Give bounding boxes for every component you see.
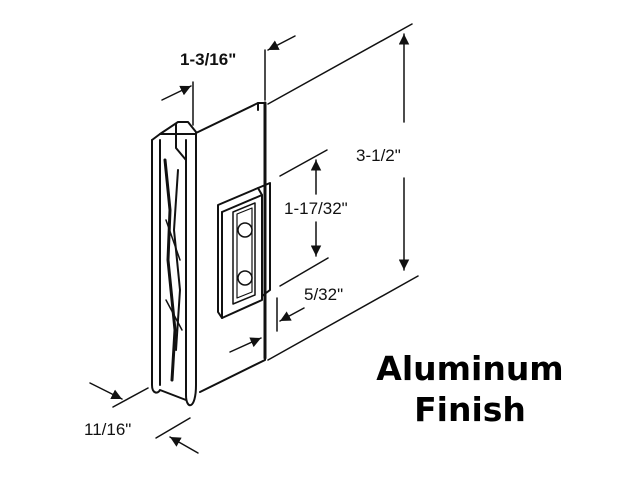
dimension-keeper-offset: 5/32" [304, 285, 344, 304]
dimension-flange-width: 1-3/16" [180, 50, 237, 69]
caption-line-2: Finish [414, 390, 526, 429]
dimension-overall-height: 3-1/2" [356, 146, 401, 165]
channel-flange [151, 121, 197, 407]
main-plate [195, 101, 267, 393]
keeper-block [217, 182, 271, 319]
dimension-keeper-height: 1-17/32" [284, 199, 348, 218]
caption-line-1: Aluminum [376, 349, 564, 388]
dimension-depth: 11/16" [84, 420, 132, 439]
dimension-lines [89, 23, 419, 454]
